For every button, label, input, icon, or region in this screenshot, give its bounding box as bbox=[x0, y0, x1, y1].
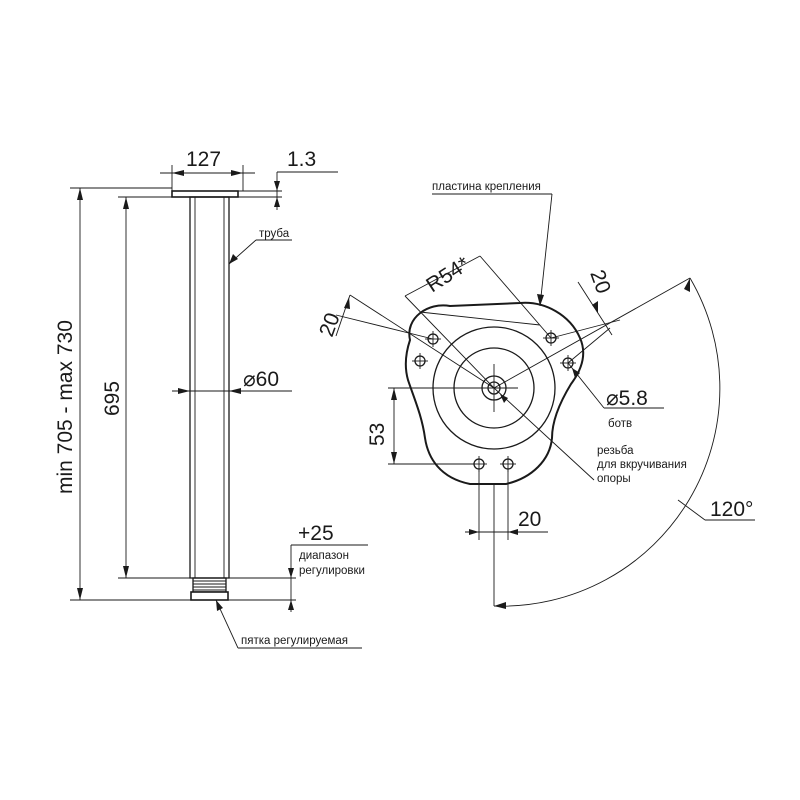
plate-thickness-text: 1.3 bbox=[287, 148, 316, 171]
offset-right-text: 20 bbox=[585, 267, 615, 297]
offset-bottom-text: 20 bbox=[518, 508, 541, 531]
adjust-label-line2: регулировки bbox=[299, 565, 365, 577]
total-height-text: min 705 - max 730 bbox=[54, 320, 77, 494]
tube-length-text: 695 bbox=[101, 381, 124, 416]
plate-width-text: 127 bbox=[186, 148, 221, 171]
mounting-plate-side bbox=[171, 190, 239, 198]
dim-hole-height: 53 bbox=[366, 387, 480, 465]
mounting-holes bbox=[412, 330, 576, 472]
hole-height-text: 53 bbox=[366, 423, 389, 446]
adjust-value-text: +25 bbox=[298, 522, 334, 545]
tube-label: труба bbox=[259, 228, 290, 240]
hole-diameter-text: ⌀5.8 bbox=[606, 387, 648, 410]
side-view: min 705 - max 730 695 127 bbox=[54, 148, 368, 649]
tube-leader: труба bbox=[228, 228, 292, 265]
plate-leader: пластина крепления bbox=[432, 181, 553, 307]
adjust-label-line1: диапазон bbox=[299, 550, 349, 562]
radius-text: R54* bbox=[422, 252, 474, 297]
dim-plate-thickness: 1.3 bbox=[238, 148, 338, 210]
dim-total-height: min 705 - max 730 bbox=[54, 187, 192, 601]
foot-leader: пятка регулируемая bbox=[215, 599, 362, 649]
foot-label: пятка регулируемая bbox=[241, 635, 348, 647]
dim-tube-diameter: ⌀60 bbox=[172, 368, 292, 394]
tube-diameter-text: ⌀60 bbox=[243, 368, 279, 391]
dim-offset-right: 20 bbox=[493, 267, 691, 389]
dim-angle: 120° bbox=[493, 277, 755, 609]
angle-text: 120° bbox=[710, 498, 753, 521]
dim-plate-width: 127 bbox=[160, 148, 255, 191]
thread-line3: опоры bbox=[597, 473, 631, 485]
plate-label: пластина крепления bbox=[432, 181, 541, 193]
thread-leader: резьба для вкручивания опоры bbox=[493, 387, 687, 485]
adjustable-foot bbox=[190, 577, 229, 601]
thread-line1: резьба bbox=[597, 445, 634, 457]
dim-tube-length: 695 bbox=[101, 196, 193, 579]
tube bbox=[189, 196, 230, 579]
dim-offset-left: 20 bbox=[315, 294, 495, 389]
dim-adjust-range: +25 диапазон регулировки bbox=[226, 522, 368, 612]
thread-line2: для вкручивания bbox=[597, 459, 687, 471]
top-view: пластина крепления R54* 20 bbox=[315, 181, 755, 609]
mounting-plate-outline bbox=[404, 301, 585, 485]
dim-hole-diameter: ⌀5.8 ботв bbox=[567, 362, 664, 430]
hole-type-text: ботв bbox=[608, 418, 632, 430]
dim-offset-bottom: 20 bbox=[465, 469, 548, 540]
offset-left-text: 20 bbox=[315, 310, 345, 340]
